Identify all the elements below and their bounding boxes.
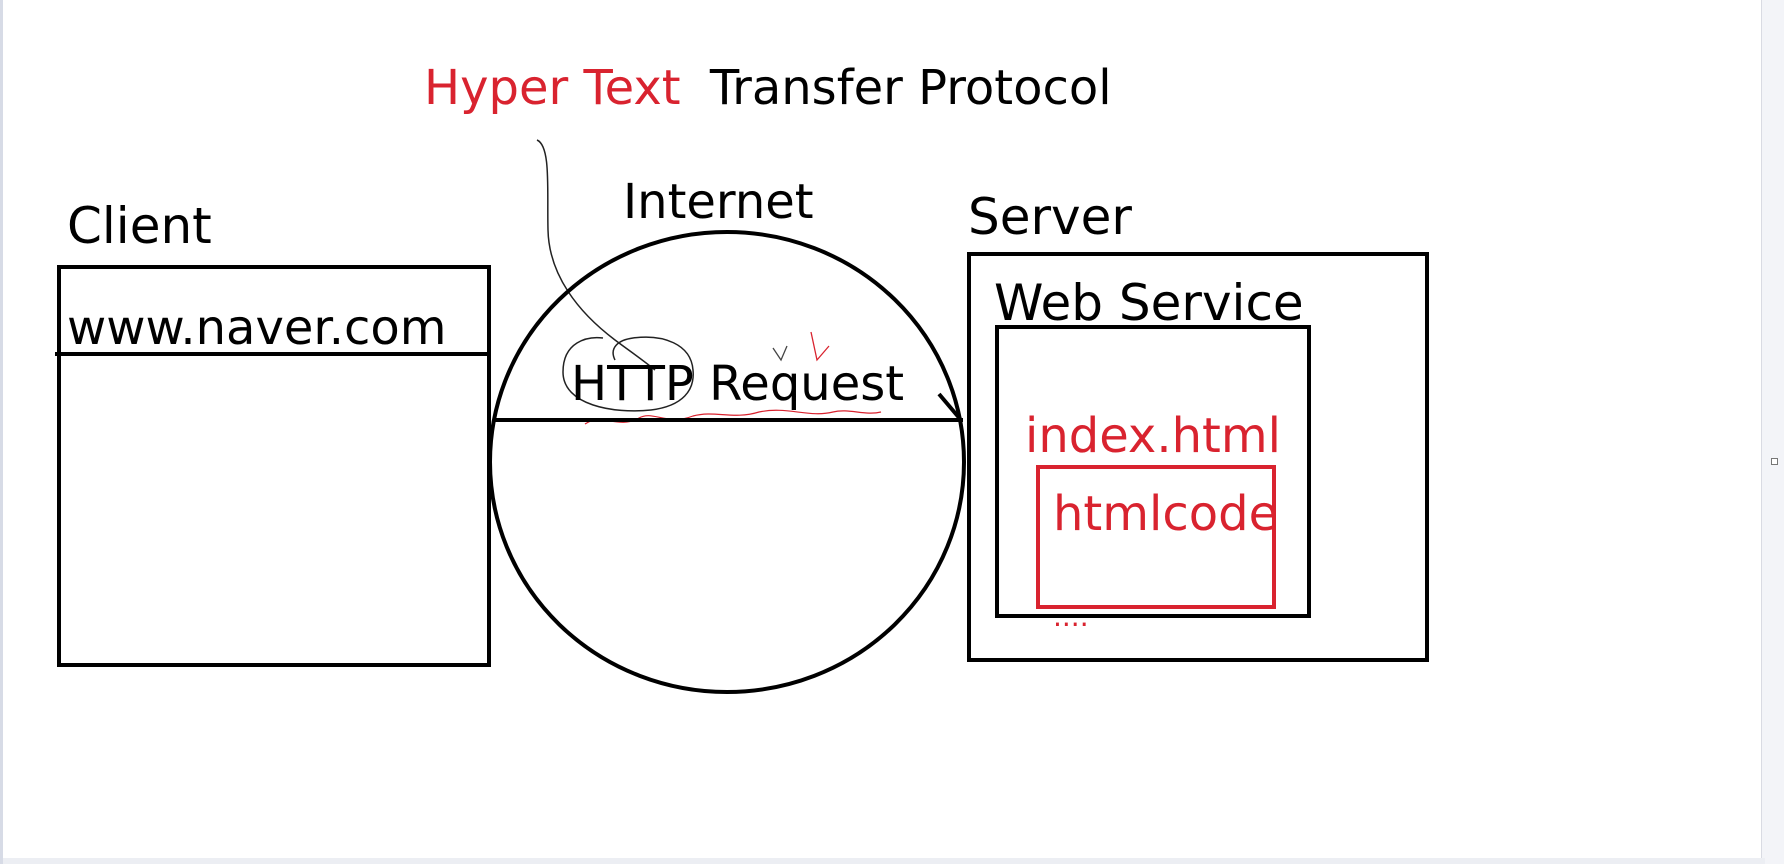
annotation-loop [562,336,694,412]
request-arrow-head [937,392,963,422]
bottom-edge [3,858,1765,864]
htmlcode-label: htmlcode [1053,486,1278,542]
check-mark-red [810,331,830,362]
internet-label: Internet [623,174,814,230]
ellipsis-label: .... [1053,600,1089,633]
resize-handle-icon[interactable] [1771,458,1778,465]
web-service-box [995,325,1311,618]
check-mark-small [772,345,788,362]
client-url-text: www.naver.com [67,300,447,356]
title-black-part: Transfer Protocol [709,60,1112,116]
diagram-svg: Hyper Text Transfer Protocol Client www.… [55,60,1429,694]
internet-circle [488,230,966,694]
vertical-scrollbar[interactable] [1761,0,1784,864]
server-box [967,252,1429,662]
http-request-label: HTTP Request [571,356,904,412]
server-label: Server [968,188,1132,246]
annotation-connector-line [536,139,656,371]
title-text: Hyper Text Transfer Protocol [424,60,1112,116]
index-html-label: index.html [1025,408,1281,464]
web-service-label: Web Service [994,274,1304,332]
title-red-part: Hyper Text [424,60,681,116]
client-label: Client [67,197,212,255]
htmlcode-box [1036,465,1276,609]
